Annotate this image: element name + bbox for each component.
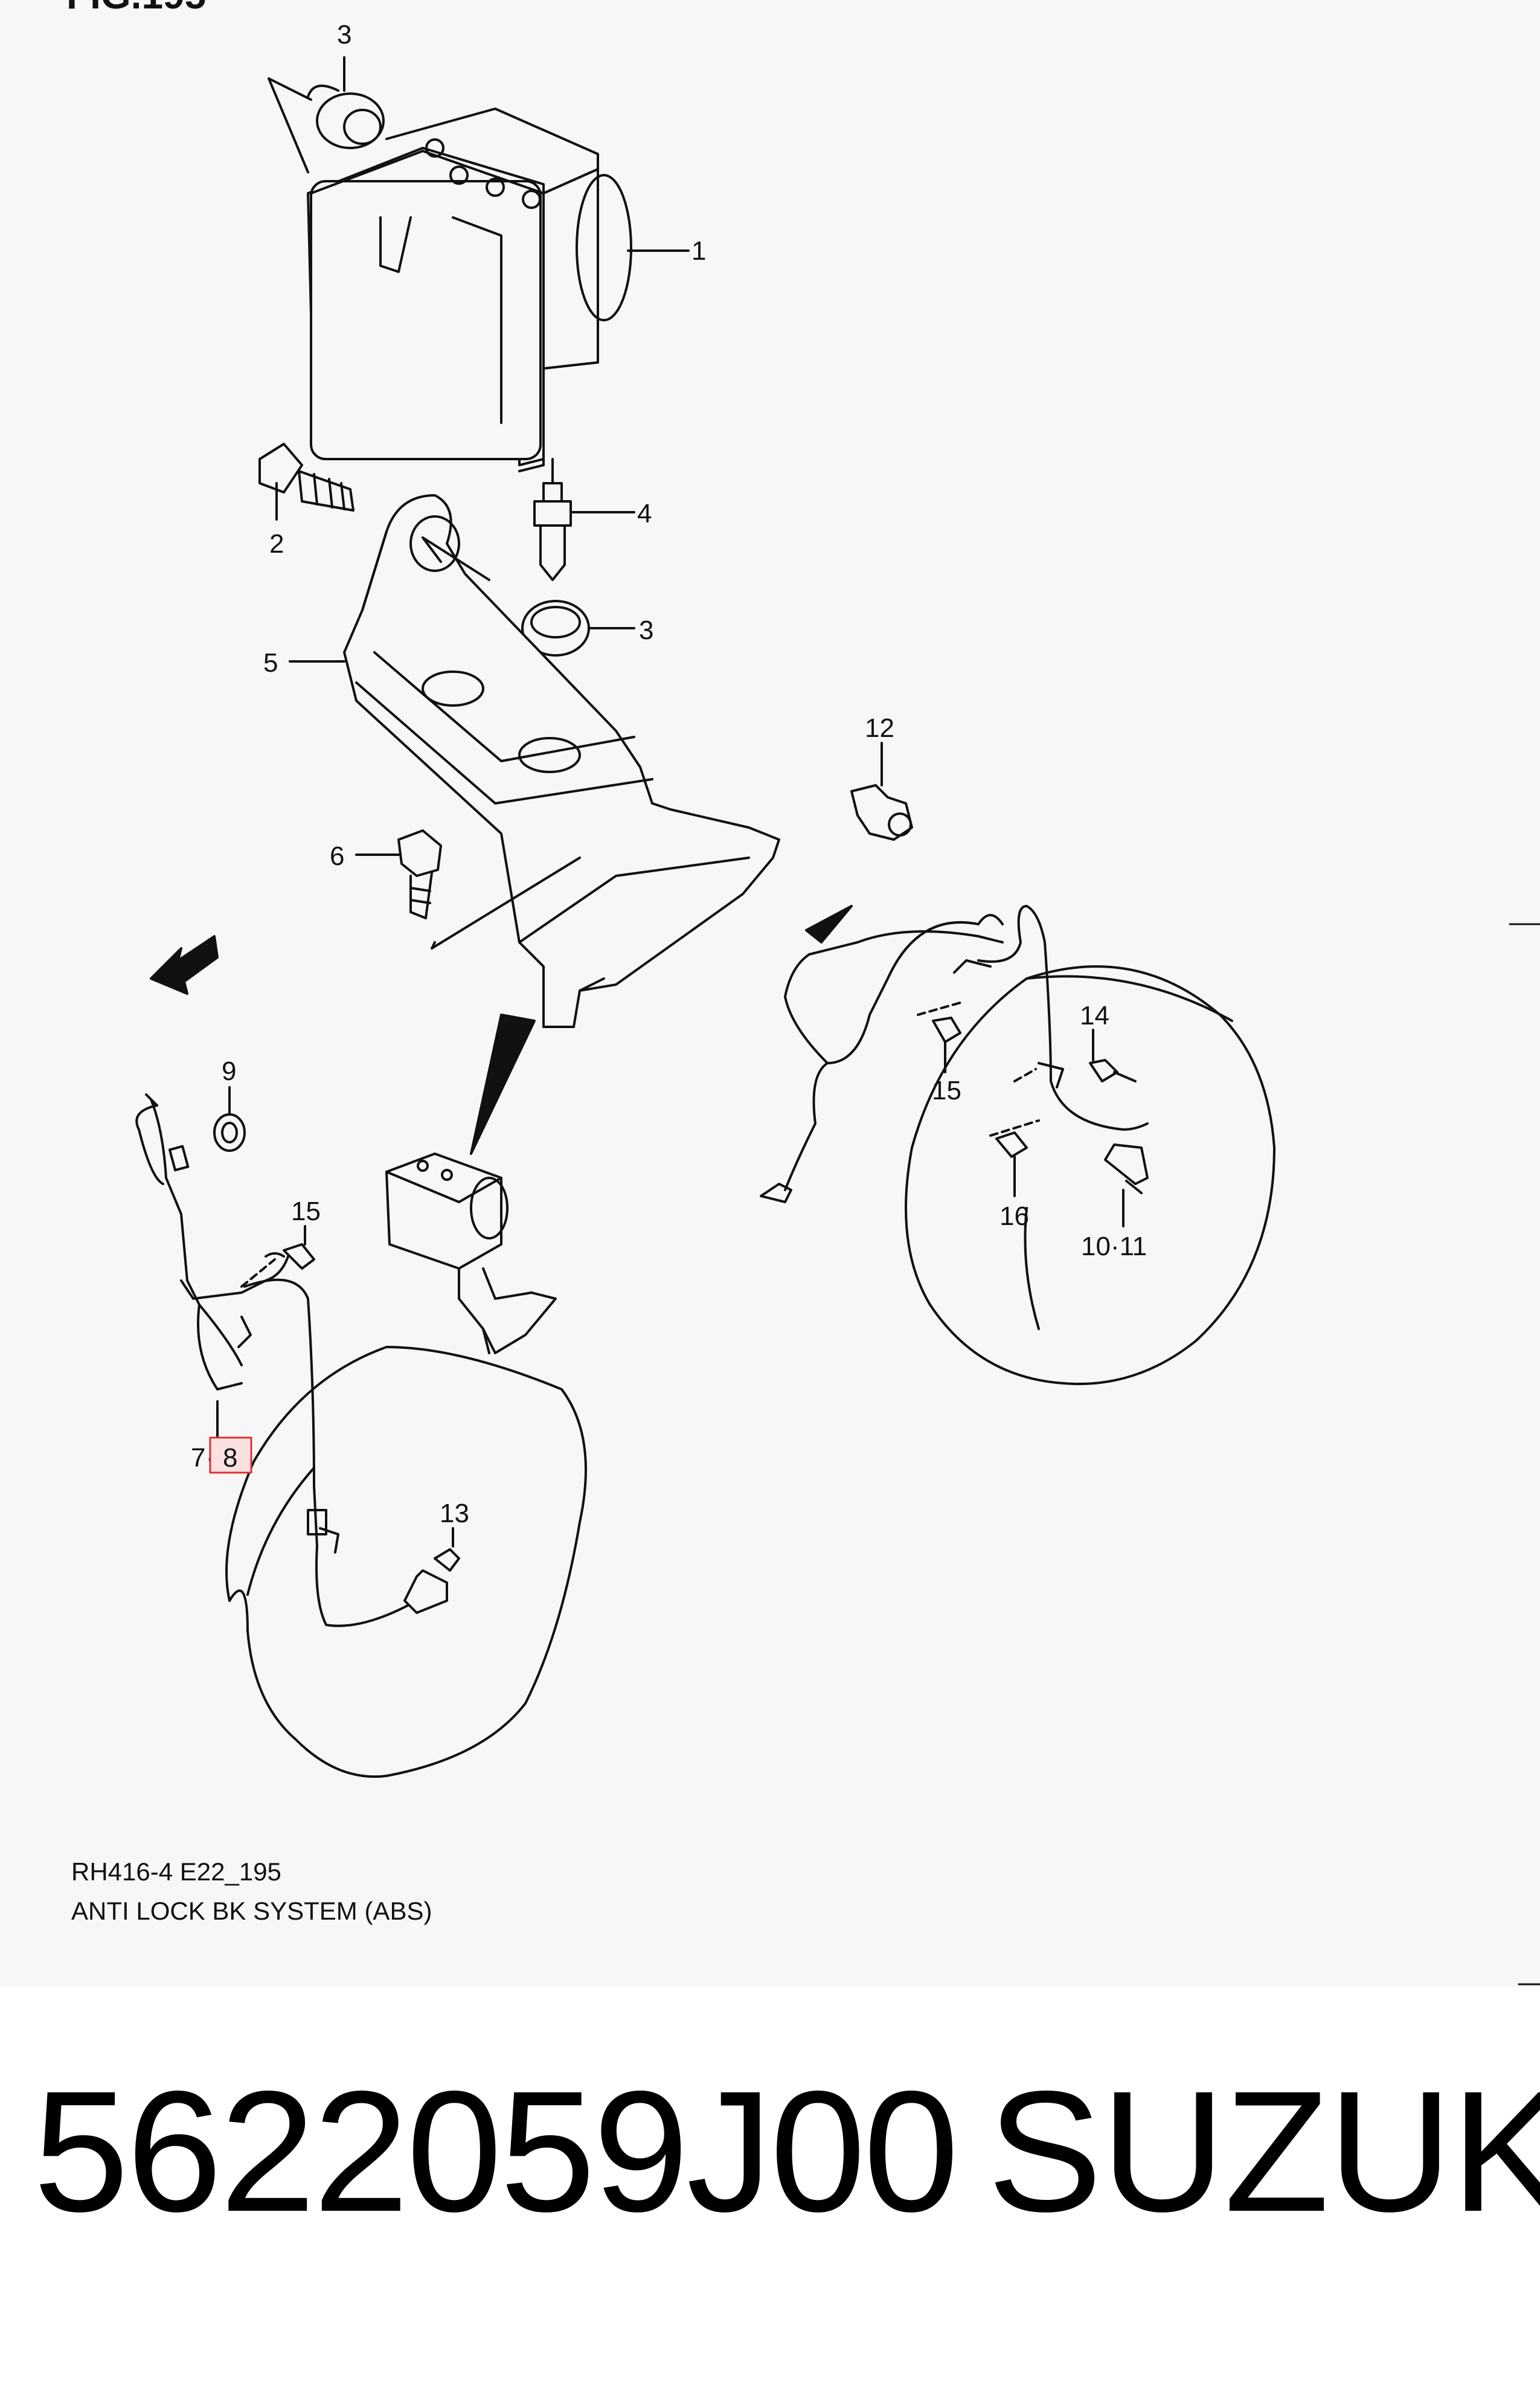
bolt-6 xyxy=(397,829,442,919)
bracket-5 xyxy=(343,494,780,1028)
callout-1: 1 xyxy=(691,236,706,266)
callout-15-left: 15 xyxy=(291,1197,321,1226)
bolt-16 xyxy=(995,1131,1028,1158)
front-sensor-harness xyxy=(135,1093,448,1627)
callout-3-mid: 3 xyxy=(639,616,653,645)
grommet-top xyxy=(307,85,385,149)
callout-3-top: 3 xyxy=(337,20,351,50)
highlight-box-8 xyxy=(209,1436,252,1474)
rear-wheel-assembly xyxy=(905,965,1275,1386)
brand-name: SUZUKI xyxy=(987,2056,1540,2248)
callout-15-right: 15 xyxy=(932,1076,961,1105)
callout-14: 14 xyxy=(1080,1001,1109,1030)
footer-panel xyxy=(0,1987,1540,2392)
abs-assembled-unit xyxy=(385,1153,557,1354)
abs-hydraulic-unit xyxy=(307,108,632,472)
callout-5: 5 xyxy=(263,648,278,678)
part-number: 5622059J00 xyxy=(33,2056,959,2248)
bolt-15-right xyxy=(932,1017,961,1043)
callout-13: 13 xyxy=(440,1499,469,1528)
rear-sensor-harness xyxy=(760,905,1149,1203)
bolt-13 xyxy=(434,1548,460,1572)
callout-9: 9 xyxy=(222,1056,236,1086)
exploded-view-drawing: FIG.195 xyxy=(66,0,1540,1985)
callout-16: 16 xyxy=(999,1201,1029,1231)
leader-3-top xyxy=(268,77,312,173)
stud-4 xyxy=(533,482,572,581)
reference-code: RH416-4 E22_195 xyxy=(71,1857,281,1886)
callout-2: 2 xyxy=(269,529,284,559)
system-title: ANTI LOCK BK SYSTEM (ABS) xyxy=(71,1897,432,1925)
callout-12: 12 xyxy=(865,713,894,743)
callout-6: 6 xyxy=(330,841,344,871)
forward-arrow: FWD xyxy=(150,935,219,995)
assembly-arrow-large xyxy=(470,1014,536,1155)
assembly-arrow-rear xyxy=(805,905,853,944)
washer-9 xyxy=(213,1113,246,1152)
clip-12 xyxy=(850,784,913,841)
bolt-15-left xyxy=(265,1243,315,1270)
bolt-2 xyxy=(258,443,355,512)
callout-8-highlighted: 8 xyxy=(223,1443,237,1473)
callout-4: 4 xyxy=(637,499,652,529)
figure-label: FIG.195 xyxy=(66,0,206,17)
bolt-14 xyxy=(1089,1059,1137,1082)
front-wheel-assembly xyxy=(225,1346,587,1778)
callout-10-11: 10·11 xyxy=(1081,1232,1147,1261)
